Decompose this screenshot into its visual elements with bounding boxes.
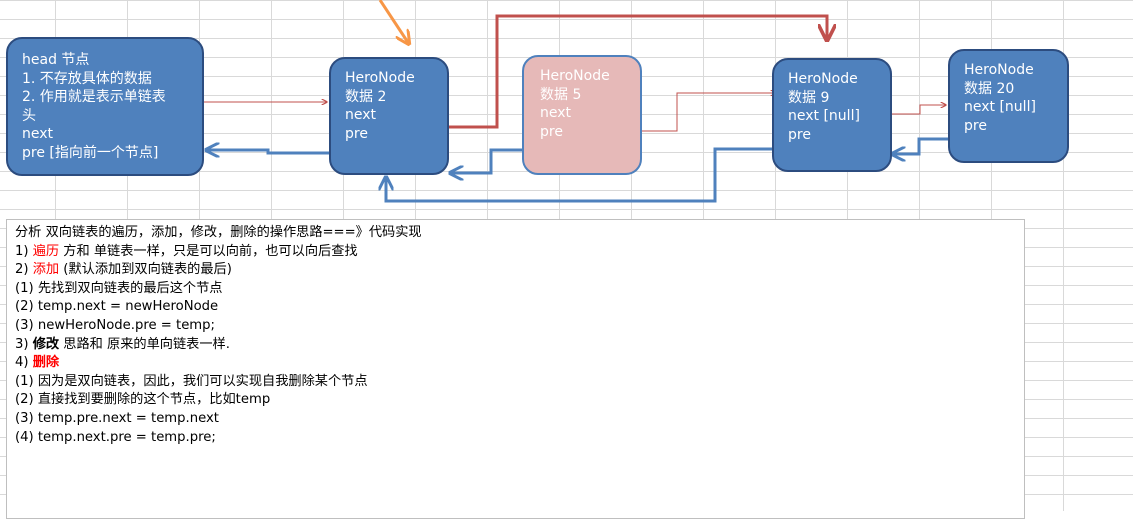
hero-node-2-data: 数据 2 — [345, 88, 387, 105]
n5-pre-arrow — [450, 148, 541, 173]
delete-substep-3: (3) temp.pre.next = temp.next — [15, 410, 219, 426]
hero-node-20: HeroNode 数据 20 next [null] pre — [948, 49, 1069, 163]
hero-node-5-data: 数据 5 — [540, 86, 582, 103]
step-modify: 3) 修改 思路和 原来的单向链表一样. — [15, 336, 1016, 355]
hero-node-9: HeroNode 数据 9 next [null] pre — [772, 58, 892, 172]
step-add-desc: (默认添加到双向链表的最后) — [59, 262, 232, 278]
head-node-desc-2: 2. 作用就是表示单链表 — [22, 89, 166, 105]
step-delete-num: 4) — [15, 355, 33, 371]
n20-pre-arrow — [892, 137, 950, 154]
step-add: 2) 添加 (默认添加到双向链表的最后) — [15, 261, 1016, 280]
hero-node-20-data: 数据 20 — [964, 80, 1015, 97]
n2-next-arrow — [426, 14, 827, 129]
hero-node-2-class: HeroNode — [345, 70, 415, 86]
head-node-title: head 节点 — [22, 52, 90, 68]
delete-substep-2: (2) 直接找到要删除的这个节点，比如temp — [15, 392, 271, 408]
hero-node-9-data: 数据 9 — [788, 89, 830, 106]
step-traverse-num: 1) — [15, 243, 33, 259]
add-substep-3: (3) newHeroNode.pre = temp; — [15, 317, 215, 333]
hero-node-20-pre: pre — [964, 117, 987, 134]
hero-node-2-pre: pre — [345, 125, 368, 142]
hero-node-9-next: next [null] — [788, 108, 860, 124]
hero-node-2: HeroNode 数据 2 next pre — [329, 57, 449, 175]
head-node: head 节点 1. 不存放具体的数据 2. 作用就是表示单链表 头 next … — [6, 37, 204, 176]
add-substep-2: (2) temp.next = newHeroNode — [15, 299, 219, 315]
hero-node-5-class: HeroNode — [540, 68, 610, 84]
n9-pre-arrow — [386, 147, 772, 203]
head-node-next: next — [22, 126, 54, 142]
keyword-delete: 删除 — [32, 355, 60, 371]
hero-node-5-pre: pre — [540, 123, 563, 140]
n9-next-arrow — [892, 105, 946, 115]
hero-node-9-pre: pre — [788, 126, 811, 143]
head-node-desc-3: 头 — [22, 107, 36, 124]
head-node-pre: pre [指向前一个节点] — [22, 144, 159, 161]
hero-node-5-deleted: HeroNode 数据 5 next pre — [522, 55, 642, 175]
step-traverse: 1) 遍历 方和 单链表一样，只是可以向前，也可以向后查找 — [15, 243, 1016, 262]
hero-node-20-class: HeroNode — [964, 62, 1034, 78]
step-delete: 4) 删除 — [15, 354, 1016, 373]
step-modify-num: 3) — [15, 336, 33, 352]
delete-substep-1: (1) 因为是双向链表，因此，我们可以实现自我删除某个节点 — [15, 373, 368, 389]
keyword-traverse: 遍历 — [32, 243, 60, 259]
step-add-num: 2) — [15, 262, 33, 278]
analysis-textbox[interactable]: 分析 双向链表的遍历，添加，修改，删除的操作思路===》代码实现 1) 遍历 方… — [6, 219, 1025, 519]
step-modify-desc: 思路和 原来的单向链表一样. — [59, 336, 230, 352]
head-node-desc-1: 1. 不存放具体的数据 — [22, 70, 152, 87]
hero-node-5-next: next — [540, 105, 572, 121]
pointer-arrow — [378, 0, 409, 44]
add-substep-1: (1) 先找到双向链表的最后这个节点 — [15, 280, 223, 296]
n2-pre-arrow — [206, 150, 329, 153]
step-traverse-desc: 方和 单链表一样，只是可以向前，也可以向后查找 — [59, 243, 358, 259]
hero-node-9-class: HeroNode — [788, 71, 858, 87]
hero-node-20-next: next [null] — [964, 99, 1036, 115]
hero-node-2-next: next — [345, 107, 377, 123]
keyword-modify: 修改 — [32, 336, 60, 352]
delete-substep-4: (4) temp.next.pre = temp.pre; — [15, 429, 216, 445]
keyword-add: 添加 — [32, 262, 60, 278]
analysis-heading: 分析 双向链表的遍历，添加，修改，删除的操作思路===》代码实现 — [15, 225, 422, 240]
